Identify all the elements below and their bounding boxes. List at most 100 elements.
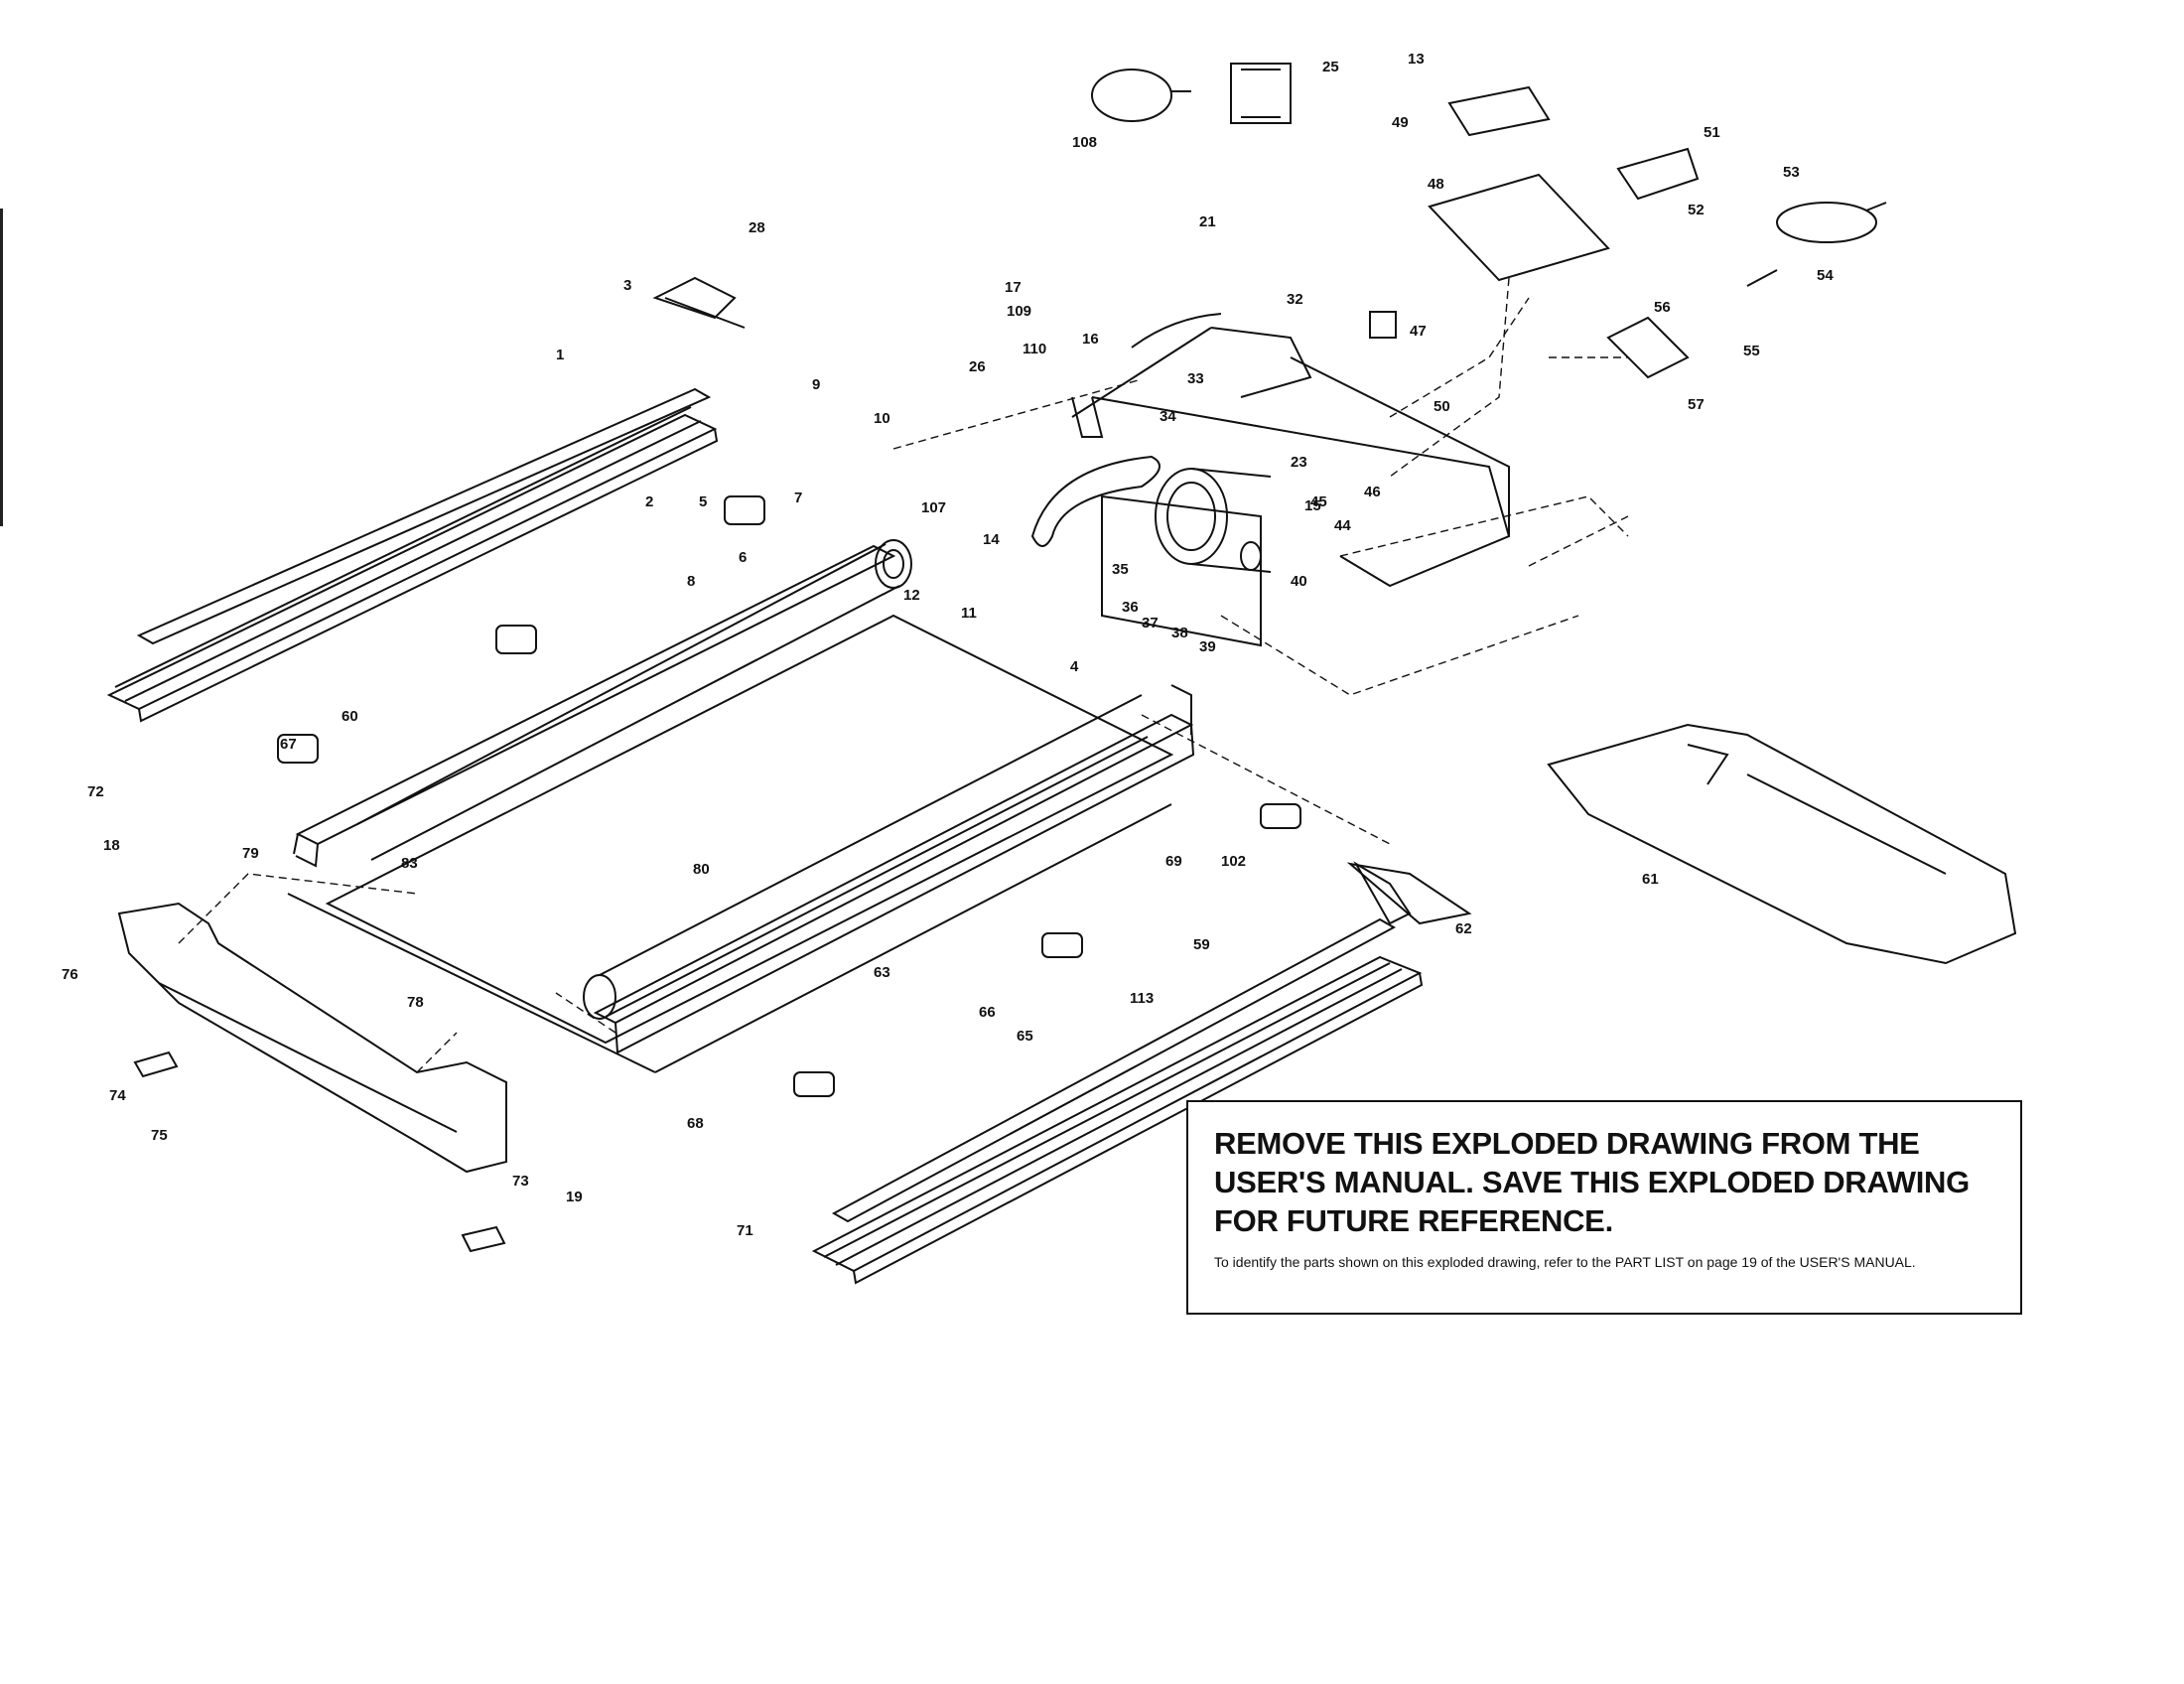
- rear-foot-left: [133, 1051, 179, 1078]
- part-label: 80: [693, 861, 710, 878]
- rear-foot-right: [461, 1225, 506, 1253]
- part-label: 9: [812, 376, 820, 393]
- part-label: 35: [1112, 561, 1129, 578]
- part-label: 71: [737, 1222, 753, 1239]
- base-pan: [1547, 723, 2017, 965]
- left-side-rail: [106, 387, 719, 723]
- part-label: 37: [1142, 615, 1159, 632]
- part-label: 73: [512, 1173, 529, 1190]
- part-label: 48: [1428, 176, 1444, 193]
- part-label: 45: [1310, 493, 1327, 510]
- part-label: 65: [1017, 1028, 1033, 1045]
- part-label: 44: [1334, 517, 1351, 534]
- part-label: 107: [921, 499, 946, 516]
- part-label: 1: [556, 347, 564, 363]
- part-label: 3: [623, 277, 631, 294]
- mount-plate: [1606, 316, 1690, 379]
- part-label: 54: [1817, 267, 1834, 284]
- motor-frame: [1071, 313, 1511, 588]
- part-label: 63: [874, 964, 890, 981]
- part-label: 110: [1023, 341, 1046, 357]
- part-label: 40: [1291, 573, 1307, 590]
- part-label: 74: [109, 1087, 126, 1104]
- part-label: 59: [1193, 936, 1210, 953]
- part-label: 38: [1171, 625, 1188, 641]
- part-label: 33: [1187, 370, 1204, 387]
- cushion-group: [277, 495, 1301, 1097]
- part-label: 47: [1410, 323, 1427, 340]
- part-label: 19: [566, 1189, 583, 1205]
- part-label: 15: [1304, 497, 1321, 514]
- drive-motor: [1101, 468, 1272, 647]
- part-label: 108: [1072, 134, 1097, 151]
- part-label: 78: [407, 994, 424, 1011]
- part-label: 83: [401, 855, 418, 872]
- part-label: 16: [1082, 331, 1099, 348]
- part-label: 14: [983, 531, 1000, 548]
- part-label: 7: [794, 490, 802, 506]
- part-label: 4: [1070, 658, 1079, 675]
- part-label: 2: [645, 493, 653, 510]
- part-label: 56: [1654, 299, 1671, 316]
- part-label: 36: [1122, 599, 1139, 616]
- transformer: [1230, 63, 1292, 124]
- part-label: 61: [1642, 871, 1659, 888]
- part-label: 28: [749, 219, 765, 236]
- part-label: 67: [280, 736, 297, 753]
- part-label: 11: [961, 605, 977, 622]
- part-label: 46: [1364, 484, 1381, 500]
- part-label: 13: [1408, 51, 1425, 68]
- part-label: 8: [687, 573, 695, 590]
- inductor: [1369, 311, 1397, 339]
- part-label: 102: [1221, 853, 1246, 870]
- part-label: 53: [1783, 164, 1800, 181]
- part-label: 109: [1007, 303, 1031, 320]
- part-label: 18: [103, 837, 120, 854]
- power-cord: [1746, 202, 1887, 287]
- part-label: 21: [1199, 213, 1216, 230]
- part-label: 10: [874, 410, 890, 427]
- console-bracket: [1447, 85, 1700, 201]
- rear-roller: [583, 694, 1149, 1020]
- part-label: 52: [1688, 202, 1705, 218]
- part-label: 69: [1165, 853, 1182, 870]
- part-label: 79: [242, 845, 259, 862]
- notice-heading: REMOVE THIS EXPLODED DRAWING FROM THE US…: [1214, 1126, 1970, 1238]
- side-bracket: [1346, 862, 1472, 925]
- frame: [287, 544, 1195, 1073]
- part-label: 57: [1688, 396, 1705, 413]
- part-label: 66: [979, 1004, 996, 1021]
- front-roller: [356, 539, 912, 861]
- part-label: 76: [62, 966, 78, 983]
- part-label: 23: [1291, 454, 1307, 471]
- part-label: 62: [1455, 920, 1472, 937]
- part-label: 113: [1130, 990, 1154, 1007]
- part-label: 39: [1199, 638, 1216, 655]
- part-label: 17: [1005, 279, 1022, 296]
- part-label: 72: [87, 783, 104, 800]
- part-label: 50: [1433, 398, 1450, 415]
- part-label: 75: [151, 1127, 168, 1144]
- margin-bar: [0, 209, 3, 526]
- drive-belt: [1030, 455, 1160, 547]
- part-label: 34: [1160, 408, 1176, 425]
- part-label: 32: [1287, 291, 1303, 308]
- right-side-rail: [811, 917, 1424, 1285]
- part-label: 6: [739, 549, 747, 566]
- controller-board: [1428, 173, 1610, 282]
- part-label: 12: [903, 587, 920, 604]
- part-label: 25: [1322, 59, 1339, 75]
- part-label: 49: [1392, 114, 1409, 131]
- part-label: 55: [1743, 343, 1760, 359]
- notice-box: REMOVE THIS EXPLODED DRAWING FROM THE US…: [1186, 1100, 2022, 1315]
- part-label: 60: [341, 708, 358, 725]
- part-label: 68: [687, 1115, 704, 1132]
- cable-coil: [1091, 69, 1191, 122]
- part-label: 51: [1704, 124, 1720, 141]
- rear-end-cap: [117, 902, 507, 1174]
- part-label: 26: [969, 358, 986, 375]
- rear-leg-bracket: [1353, 861, 1412, 925]
- notice-note: To identify the parts shown on this expl…: [1214, 1254, 1916, 1270]
- part-label: 5: [699, 493, 707, 510]
